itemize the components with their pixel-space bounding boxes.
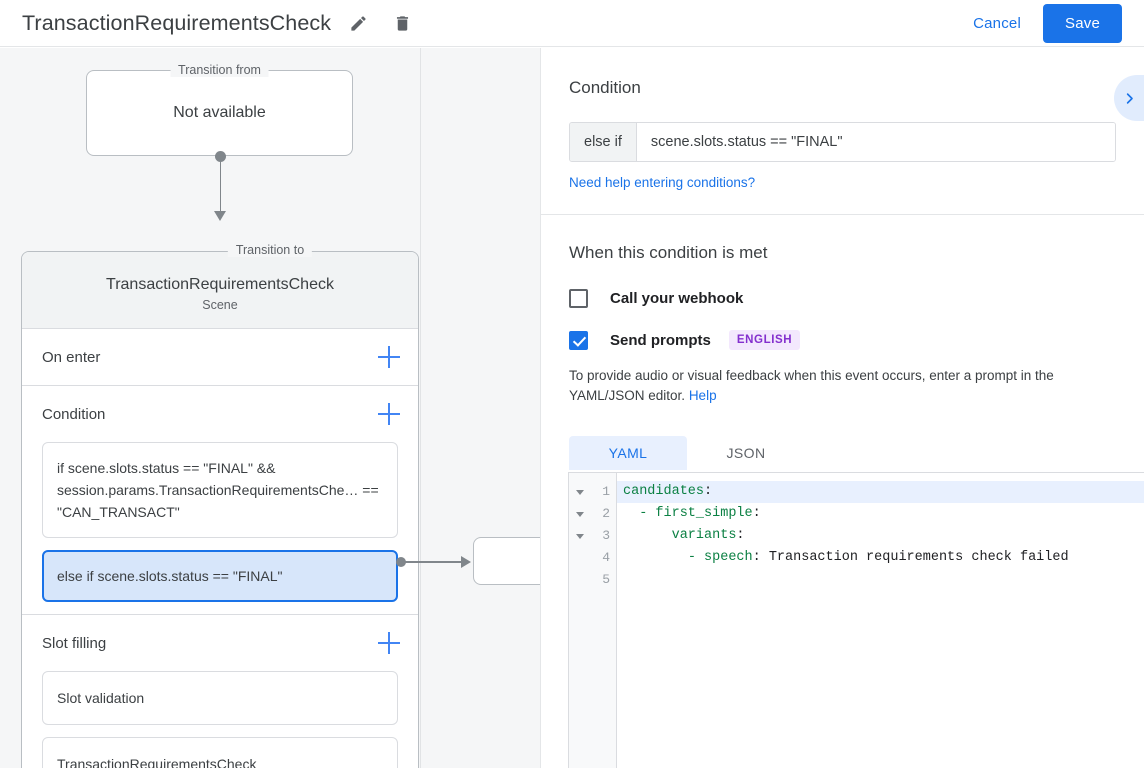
section-title-slot-filling: Slot filling — [42, 634, 107, 652]
code-line[interactable]: - first_simple: — [617, 503, 1144, 525]
selected-condition-connector-line — [405, 561, 463, 563]
when-condition-met-heading: When this condition is met — [569, 243, 768, 262]
condition-list-item-selected[interactable]: else if scene.slots.status == "FINAL" — [42, 550, 398, 602]
chevron-right-icon — [1122, 91, 1137, 106]
fold-toggle-icon[interactable] — [569, 503, 591, 525]
tab-yaml[interactable]: YAML — [569, 436, 687, 470]
line-number: 2 — [602, 506, 610, 521]
condition-prefix-label: else if — [570, 123, 637, 161]
editor-code-area[interactable]: candidates: - first_simple: variants: - … — [617, 473, 1144, 768]
code-line[interactable]: - speech: Transaction requirements check… — [617, 547, 1144, 569]
selected-condition-arrow-icon — [461, 556, 471, 568]
language-badge: ENGLISH — [728, 330, 801, 350]
tab-json[interactable]: JSON — [726, 445, 766, 461]
editor-line-number-gutter: 1 2 3 4 5 — [591, 473, 617, 768]
send-prompts-checkbox-row[interactable]: Send prompts ENGLISH — [569, 330, 1116, 350]
transition-from-value: Not available — [173, 104, 266, 121]
code-indent — [623, 528, 672, 543]
plus-icon[interactable] — [378, 632, 400, 654]
code-key: - speech — [687, 550, 753, 565]
fold-spacer — [569, 547, 591, 569]
section-title-condition: Condition — [42, 405, 106, 423]
send-prompts-checkbox[interactable] — [569, 330, 588, 350]
plus-icon[interactable] — [378, 403, 400, 425]
section-header: On enter — [22, 329, 418, 385]
transition-to-legend: Transition to — [227, 243, 313, 257]
line-number: 4 — [602, 550, 610, 565]
line-number: 5 — [602, 572, 610, 587]
code-value: : — [736, 528, 745, 543]
page-title: TransactionRequirementsCheck — [22, 10, 332, 35]
editor-format-tabs: YAML JSON — [569, 436, 1144, 470]
send-prompts-description: To provide audio or visual feedback when… — [569, 366, 1116, 406]
code-value: : — [704, 484, 713, 499]
transition-from-node[interactable]: Transition from Not available — [86, 63, 353, 156]
transition-to-node[interactable]: TransactionRequirementsCheck Scene On en… — [21, 251, 419, 768]
selected-condition-connector-dot — [396, 557, 406, 567]
trash-icon — [393, 14, 412, 33]
code-value: : — [752, 506, 761, 521]
code-key: candidates — [623, 484, 705, 499]
delete-button[interactable] — [385, 6, 419, 40]
section-slot-filling: Slot filling Slot validation Transaction… — [22, 615, 418, 768]
code-line[interactable] — [617, 569, 1144, 591]
call-webhook-checkbox[interactable] — [569, 289, 588, 308]
connector-arrow-icon — [214, 211, 226, 221]
line-number: 1 — [602, 484, 610, 499]
scene-header: TransactionRequirementsCheck Scene — [22, 252, 418, 329]
code-indent — [623, 550, 688, 565]
webhook-checkbox-row[interactable]: Call your webhook — [569, 289, 1116, 308]
save-button[interactable]: Save — [1043, 3, 1122, 43]
top-app-bar: TransactionRequirementsCheck Cancel Save — [0, 0, 1144, 47]
condition-heading: Condition — [569, 78, 641, 97]
scene-graph-canvas[interactable]: Transition from Not available Transition… — [0, 48, 540, 768]
code-line[interactable]: variants: — [617, 525, 1144, 547]
section-header: Condition — [22, 386, 418, 442]
transition-from-legend: Transition from — [170, 63, 269, 77]
call-webhook-label: Call your webhook — [610, 290, 744, 307]
fold-spacer — [569, 569, 591, 591]
panel-divider — [541, 214, 1144, 215]
canvas-guide-line — [420, 48, 421, 768]
fold-toggle-icon[interactable] — [569, 481, 591, 503]
fold-toggle-icon[interactable] — [569, 525, 591, 547]
condition-list-item[interactable]: if scene.slots.status == "FINAL" && sess… — [42, 442, 398, 538]
cancel-button[interactable]: Cancel — [961, 7, 1033, 40]
edit-name-button[interactable] — [341, 6, 375, 40]
code-line[interactable]: candidates: — [617, 481, 1144, 503]
pencil-icon — [349, 14, 368, 33]
when-condition-met-section: When this condition is met Call your web… — [541, 215, 1144, 416]
condition-section: Condition else if Need help entering con… — [541, 48, 1144, 214]
section-on-enter: On enter — [22, 329, 418, 386]
send-prompts-description-text: To provide audio or visual feedback when… — [569, 368, 1054, 403]
connector-line — [219, 156, 222, 214]
line-number: 3 — [602, 528, 610, 543]
section-header: Slot filling — [22, 615, 418, 671]
code-indent — [623, 506, 639, 521]
condition-input-row[interactable]: else if — [569, 122, 1116, 162]
plus-icon[interactable] — [378, 346, 400, 368]
code-value: : Transaction requirements check failed — [752, 550, 1069, 565]
section-condition: Condition if scene.slots.status == "FINA… — [22, 386, 418, 615]
slot-filling-item[interactable]: TransactionRequirementsCheck — [42, 737, 398, 768]
section-title-on-enter: On enter — [42, 348, 101, 366]
editor-fold-gutter — [569, 473, 591, 768]
target-node-partial[interactable] — [473, 537, 540, 585]
scene-name: TransactionRequirementsCheck — [106, 276, 334, 293]
slot-filling-item[interactable]: Slot validation — [42, 671, 398, 725]
condition-help-link[interactable]: Need help entering conditions? — [569, 175, 756, 190]
send-prompts-help-link[interactable]: Help — [688, 388, 717, 403]
panel-expand-button[interactable] — [1114, 75, 1144, 121]
code-editor[interactable]: 1 2 3 4 5 candidates: - first_simple: va… — [568, 472, 1144, 768]
send-prompts-label: Send prompts — [610, 331, 711, 349]
code-key: - first_simple — [639, 506, 753, 521]
condition-expression-input[interactable] — [636, 123, 1115, 161]
scene-type-label: Scene — [202, 298, 238, 312]
code-key: variants — [671, 528, 737, 543]
